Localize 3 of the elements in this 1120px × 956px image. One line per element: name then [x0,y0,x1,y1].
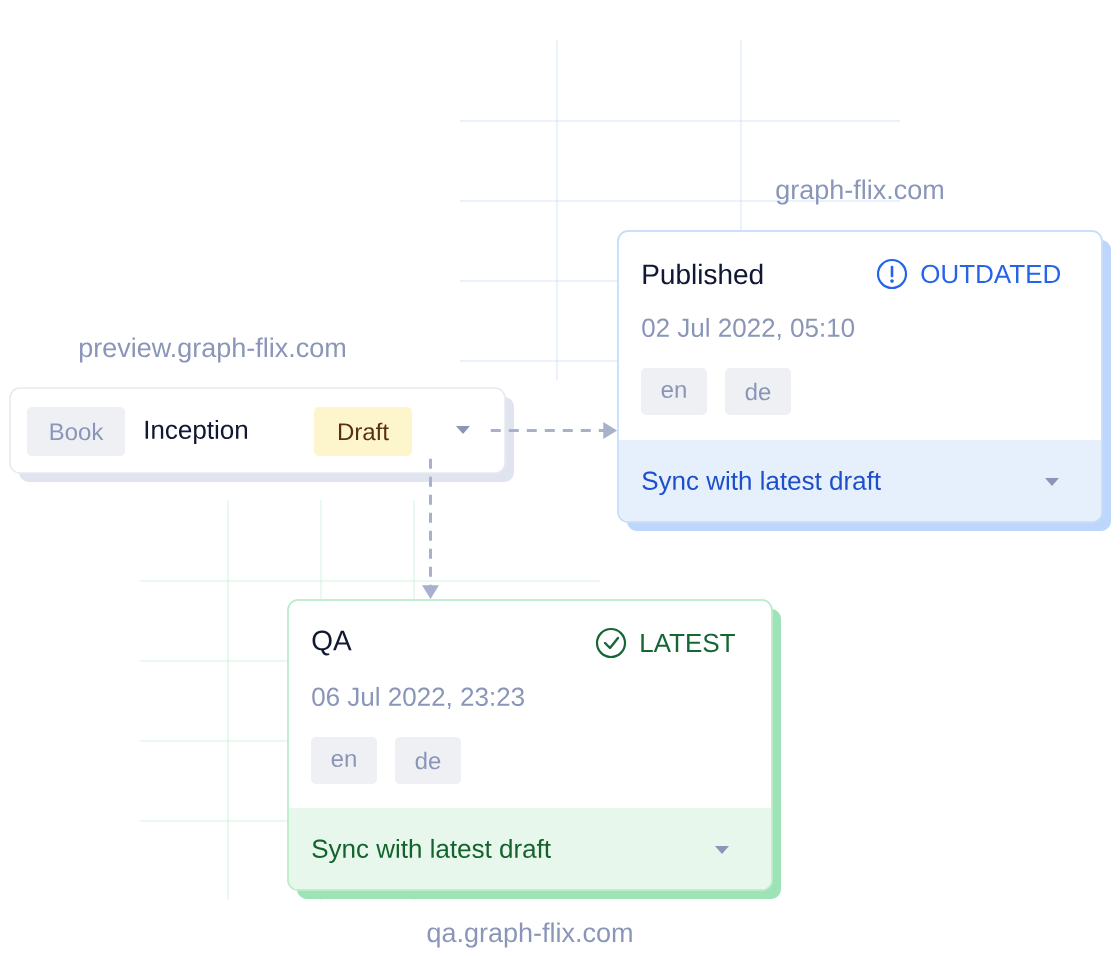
environment-url: preview.graph-flix.com [79,337,345,363]
environment-url: qa.graph-flix.com [427,922,632,948]
environment-url: graph-flix.com [776,179,943,205]
